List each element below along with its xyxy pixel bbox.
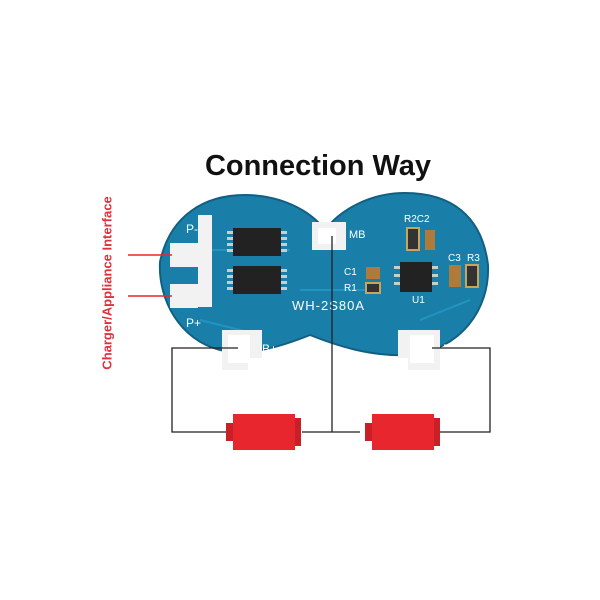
- battery-left: [226, 414, 301, 450]
- label-b-minus: B-: [443, 342, 455, 356]
- pad-b-minus-inner: [410, 335, 434, 363]
- label-r2c2: R2C2: [404, 214, 430, 225]
- label-c1: C1: [344, 267, 357, 278]
- board-model-label: WH-2S80A: [292, 298, 365, 313]
- pad-mb-inner: [318, 228, 336, 244]
- smd-components: [365, 227, 479, 294]
- label-c3: C3: [448, 253, 461, 264]
- pad-p-connector: [198, 215, 212, 307]
- label-p-minus: P-: [186, 222, 198, 236]
- label-p-plus: P+: [186, 316, 201, 330]
- pad-p-minus: [170, 243, 198, 267]
- label-mb: MB: [349, 229, 366, 241]
- chip-top: [227, 228, 287, 256]
- label-u1: U1: [412, 295, 425, 306]
- battery-wiring: [171, 236, 491, 433]
- label-r3: R3: [467, 253, 480, 264]
- pad-b-plus-inner: [228, 335, 250, 363]
- pad-p-plus: [170, 284, 198, 308]
- chip-u1: [394, 262, 438, 292]
- chip-bottom: [227, 266, 287, 294]
- battery-right: [365, 414, 440, 450]
- label-r1: R1: [344, 283, 357, 294]
- diagram-title: Connection Way: [204, 150, 432, 182]
- label-b-plus: B+: [262, 342, 277, 356]
